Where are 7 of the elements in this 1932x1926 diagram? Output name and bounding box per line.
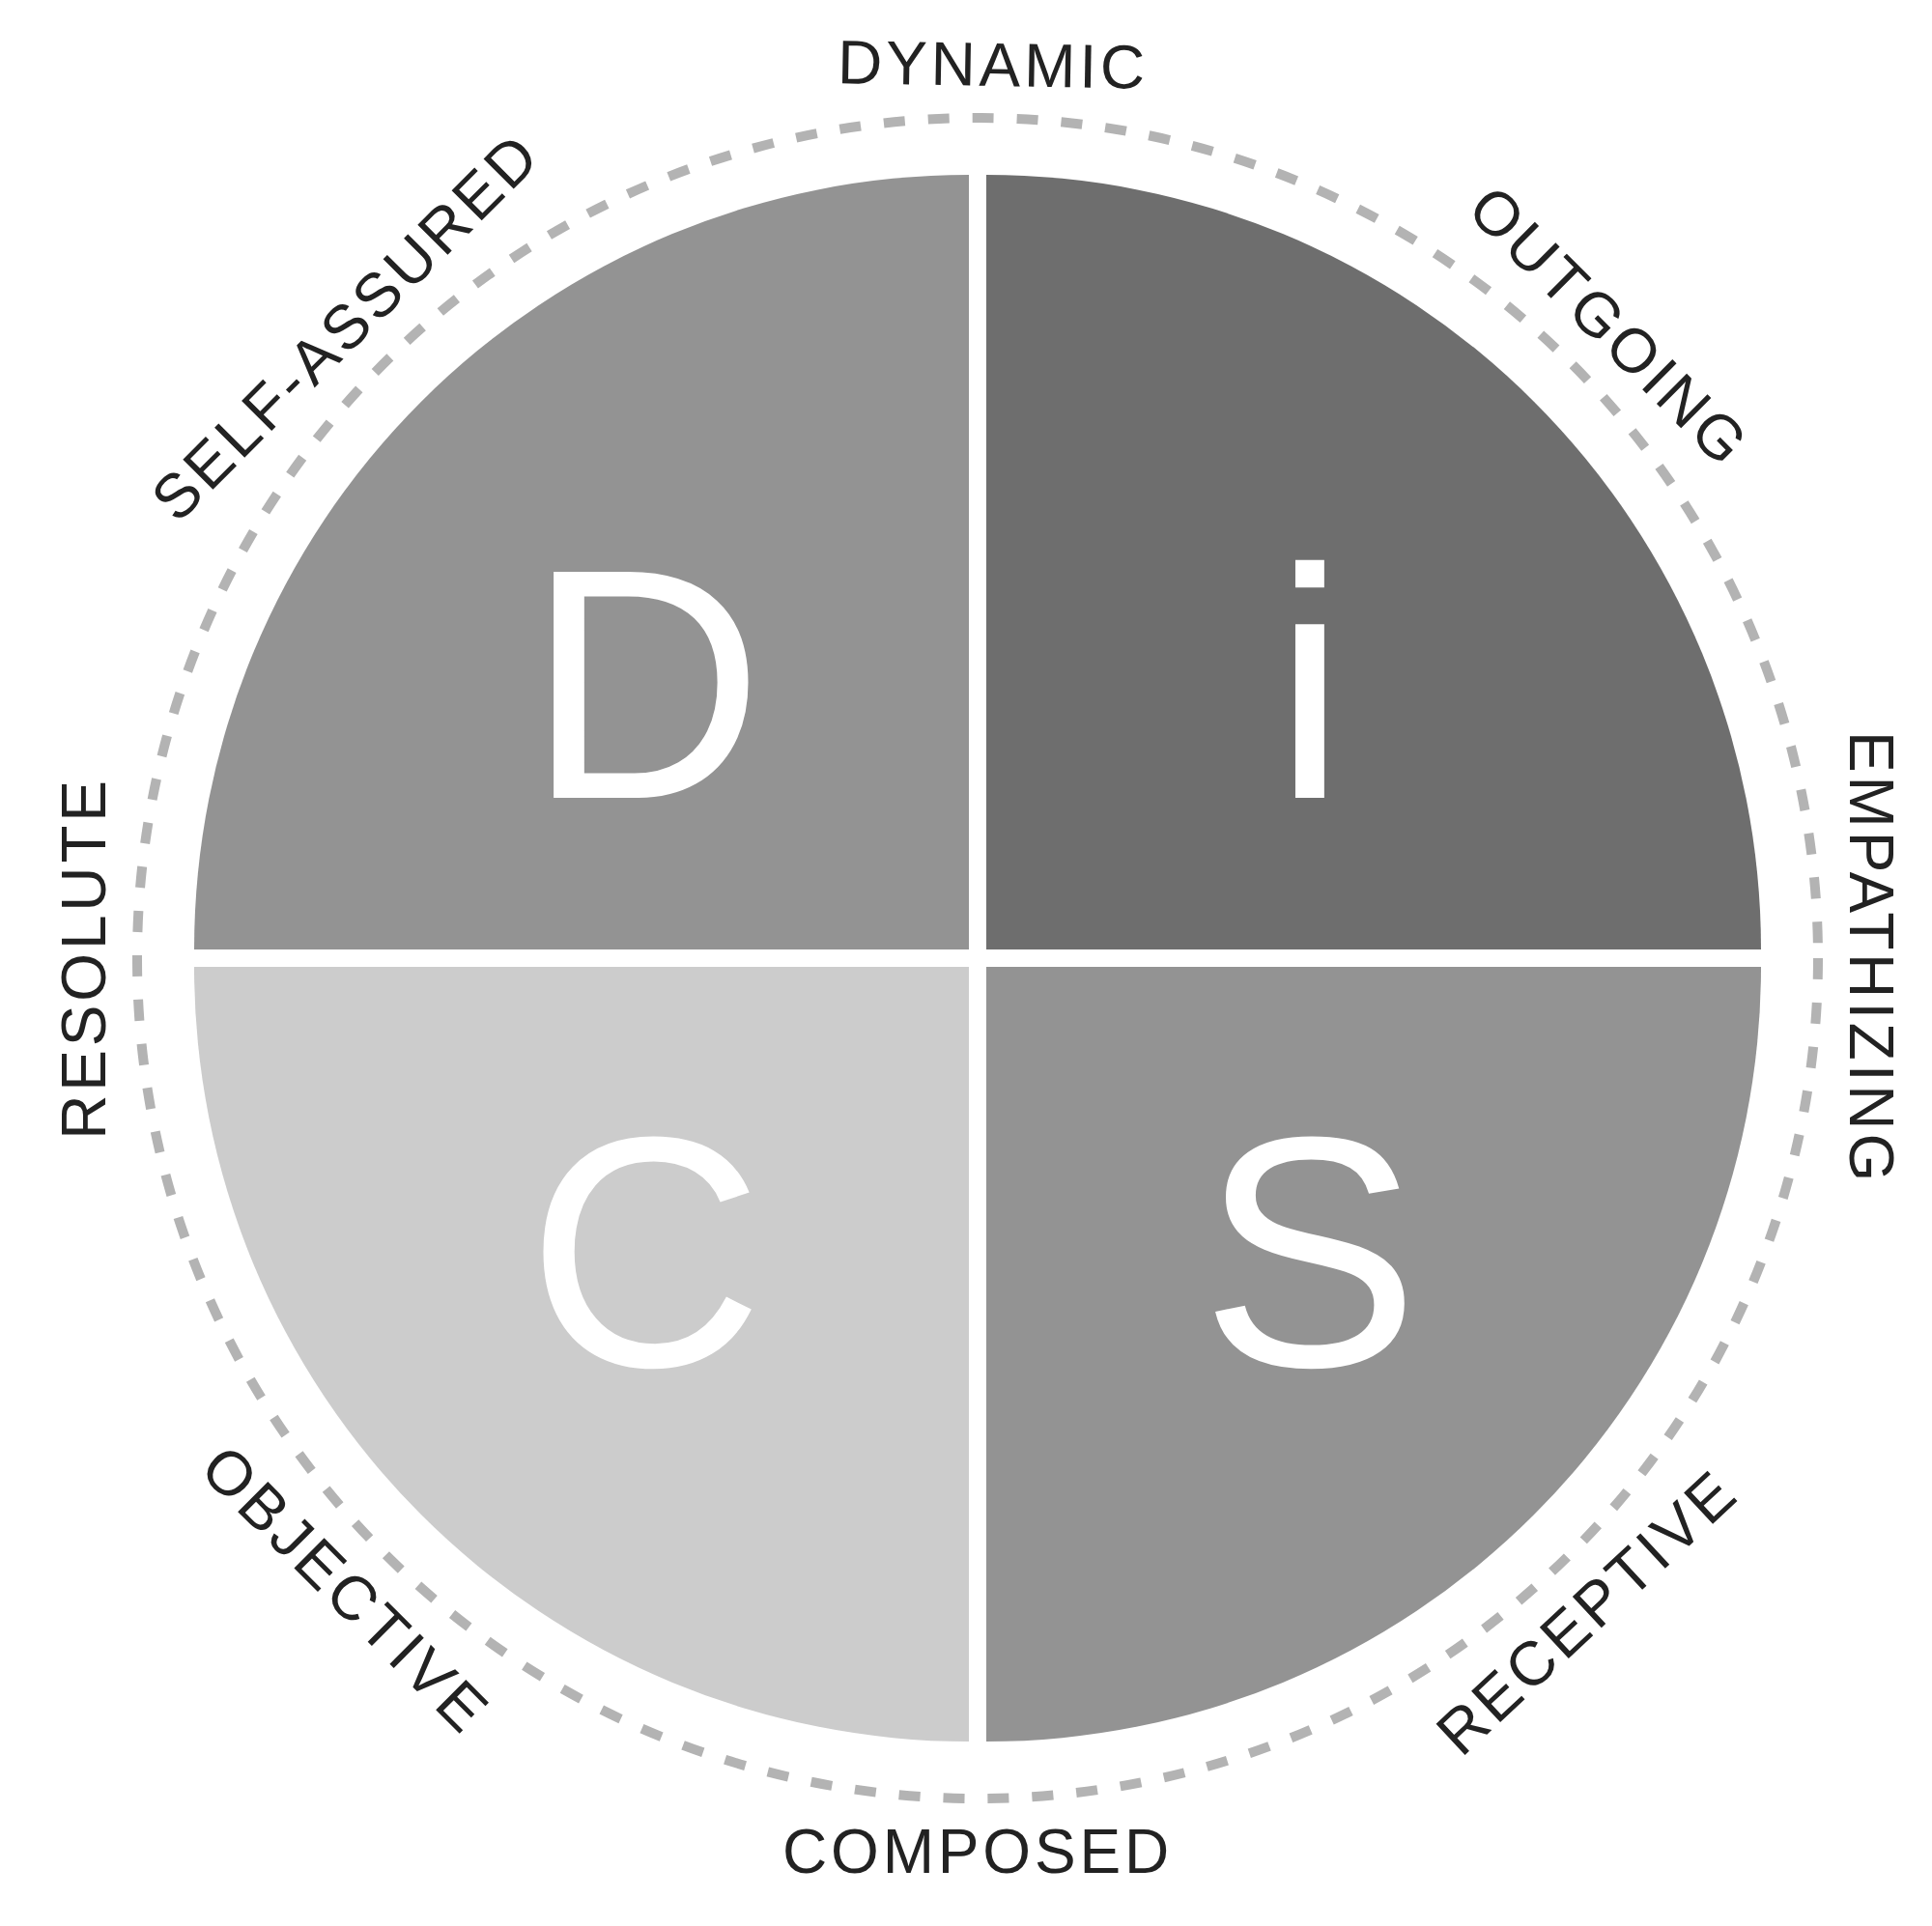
quadrant-letter: S <box>1200 1088 1420 1416</box>
trait-label: DYNAMIC <box>837 31 1150 99</box>
trait-label: COMPOSED <box>781 1821 1174 1883</box>
quadrant-letter: i <box>1273 520 1347 848</box>
trait-label: EMPATHIZING <box>1840 730 1902 1186</box>
quadrant-letter: D <box>526 520 764 848</box>
trait-label: RESOLUTE <box>53 777 115 1140</box>
